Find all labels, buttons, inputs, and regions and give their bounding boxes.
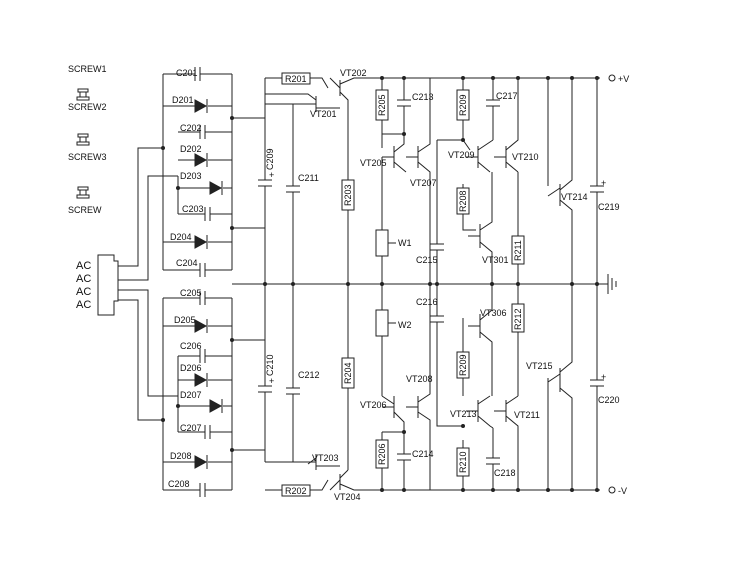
c201-label: C201 — [176, 68, 198, 78]
r206-label: R206 — [377, 443, 387, 465]
screw-label: SCREW — [68, 205, 102, 215]
vt203-label: VT203 — [312, 453, 339, 463]
c219-plus: + — [601, 178, 606, 188]
c212-label: C212 — [298, 370, 320, 380]
c220-label: C220 — [598, 395, 620, 405]
pos-supply-label: +V — [618, 74, 629, 84]
d208-label: D208 — [170, 451, 192, 461]
vt204-label: VT204 — [334, 492, 361, 502]
vt208-label: VT208 — [406, 374, 433, 384]
d206-label: D206 — [180, 363, 202, 373]
r212-label: R212 — [513, 308, 523, 330]
r208-label: R208 — [458, 190, 468, 212]
c211-label: C211 — [298, 173, 319, 183]
c203-label: C203 — [182, 204, 204, 214]
c215-label: C215 — [416, 255, 438, 265]
c204-label: C204 — [176, 258, 198, 268]
c209-plus: + — [269, 170, 274, 180]
w2-label: W2 — [398, 320, 412, 330]
d204-label: D204 — [170, 232, 192, 242]
ground-icon — [600, 274, 617, 294]
vt213-label: VT213 — [450, 409, 477, 419]
vt207-label: VT207 — [410, 178, 437, 188]
r210-label: R210 — [458, 451, 468, 473]
w1-label: W1 — [398, 238, 412, 248]
r204-label: R204 — [343, 362, 353, 384]
vt201-label: VT201 — [310, 109, 337, 119]
vt202-label: VT202 — [340, 68, 367, 78]
c210-label: C210 — [265, 354, 275, 376]
neg-rail-terminal — [608, 486, 616, 494]
screw-label: SCREW3 — [68, 152, 107, 162]
d207-label: D207 — [180, 390, 202, 400]
c218-label: C218 — [494, 468, 516, 478]
r211-label: R211 — [513, 240, 523, 261]
c217-label: C217 — [496, 91, 518, 101]
r205-label: R205 — [377, 94, 387, 116]
c219-label: C219 — [598, 202, 620, 212]
vt206-label: VT206 — [360, 400, 387, 410]
c213-label: C213 — [412, 92, 434, 102]
c210-plus: + — [269, 376, 274, 386]
d202-label: D202 — [180, 144, 202, 154]
c214-label: C214 — [412, 449, 434, 459]
screw-terminal-icon — [76, 88, 90, 101]
d201-label: D201 — [172, 95, 194, 105]
r209-label: R209 — [458, 94, 468, 116]
c208-label: C208 — [168, 479, 190, 489]
r209-lower-label: R209 — [458, 354, 468, 376]
vt306-label: VT306 — [480, 308, 507, 318]
c220-plus: + — [601, 372, 606, 382]
pos-rail-terminal — [608, 74, 616, 82]
screw-label: SCREW2 — [68, 102, 107, 112]
vt215-label: VT215 — [526, 361, 553, 371]
ac-label: AC — [76, 260, 91, 272]
screw-terminal-icon — [76, 133, 90, 146]
r201-label: R201 — [285, 74, 307, 84]
c207-label: C207 — [180, 423, 202, 433]
neg-supply-label: -V — [618, 486, 627, 496]
vt211-label: VT211 — [514, 410, 540, 420]
ac-label: AC — [76, 299, 91, 311]
screw-terminal-icon — [76, 186, 90, 199]
c216-label: C216 — [416, 297, 438, 307]
d205-label: D205 — [174, 315, 196, 325]
c205-label: C205 — [180, 288, 202, 298]
vt209-label: VT209 — [448, 150, 475, 160]
ac-label: AC — [76, 273, 91, 285]
vt210-label: VT210 — [512, 152, 539, 162]
c202-label: C202 — [180, 123, 202, 133]
screw-label: SCREW1 — [68, 64, 107, 74]
junction-dots — [161, 76, 599, 492]
c209-label: C209 — [265, 148, 275, 170]
r203-label: R203 — [343, 184, 353, 206]
ac-connector — [97, 254, 119, 316]
c206-label: C206 — [180, 341, 202, 351]
r202-label: R202 — [285, 486, 307, 496]
vt205-label: VT205 — [360, 158, 387, 168]
vt214-label: VT214 — [561, 192, 588, 202]
ac-label: AC — [76, 286, 91, 298]
vt301-label: VT301 — [482, 255, 509, 265]
d203-label: D203 — [180, 171, 202, 181]
